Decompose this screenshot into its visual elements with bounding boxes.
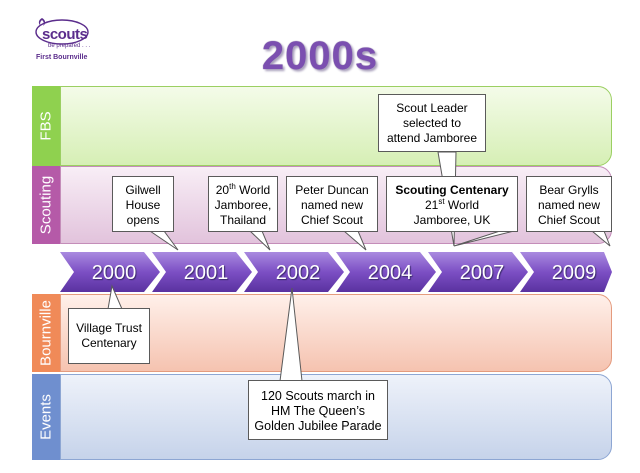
year-2001: 2001 (183, 262, 229, 284)
jamboree-word: World (444, 198, 480, 212)
callout-line: Centenary (81, 336, 137, 350)
lane-label-scouting: Scouting (32, 166, 60, 244)
callout-line: Jamboree, UK (413, 213, 491, 227)
callout-gilwell: Gilwell House opens (112, 176, 174, 232)
jamboree-number: 20 (215, 183, 230, 197)
pointer-gilwell (148, 230, 179, 251)
callout-line: Thailand (219, 213, 267, 227)
lane-fbs (60, 86, 612, 166)
fleur-de-lis-icon (35, 18, 89, 45)
callout-line: Chief Scout (537, 213, 601, 227)
callout-village-trust: Village Trust Centenary (68, 308, 150, 364)
callout-line: 21st World (387, 198, 517, 213)
callout-jubilee: 120 Scouts march in HM The Queen’s Golde… (248, 380, 388, 440)
pointer-village-trust (107, 284, 123, 310)
pointer-jamboree-thailand (248, 230, 271, 251)
lane-label-fbs: FBS (32, 86, 60, 166)
year-2009: 2009 (551, 262, 597, 284)
year-2002: 2002 (275, 262, 321, 284)
callout-line: Scout Leader (396, 101, 468, 115)
chevron-2001 (152, 252, 252, 292)
callout-line: 20th World (209, 183, 277, 198)
callout-line: Village Trust (76, 321, 142, 335)
callout-line: attend Jamboree (386, 131, 478, 145)
scouts-logo: scouts be prepared . . . First Bournvill… (32, 14, 102, 62)
pointer-centenary (453, 230, 515, 247)
logo-tagline: be prepared . . . (48, 43, 91, 49)
page-title: 2000s (261, 34, 379, 78)
year-2000: 2000 (91, 262, 137, 284)
year-chevrons (60, 252, 612, 292)
chevron-2007 (428, 252, 528, 292)
callout-line: Gilwell (125, 183, 161, 197)
pointer-jubilee (279, 287, 303, 382)
pointer-bear-grylls (590, 230, 611, 247)
callout-line: opens (126, 213, 160, 227)
chevron-2004 (336, 252, 436, 292)
logo-word: scouts (42, 26, 88, 43)
chevron-2009 (520, 252, 612, 292)
ordinal-suffix: th (229, 182, 236, 191)
callout-line: Golden Jubilee Parade (254, 419, 382, 433)
callout-jamboree-thailand: 20th World Jamboree, Thailand (208, 176, 278, 232)
lane-bournville (60, 294, 612, 372)
callout-scout-leader: Scout Leader selected to attend Jamboree (378, 94, 486, 152)
chevron-2000 (60, 252, 160, 292)
callout-line: Jamboree, (214, 198, 272, 212)
logo-group-name: First Bournville (36, 54, 88, 61)
callout-line: Peter Duncan (295, 183, 369, 197)
lane-label-events: Events (32, 374, 60, 460)
callout-line: Scouting Centenary (387, 183, 517, 198)
callout-peter-duncan: Peter Duncan named new Chief Scout (286, 176, 378, 232)
pointer-peter-duncan (342, 230, 367, 251)
callout-bear-grylls: Bear Grylls named new Chief Scout (526, 176, 612, 232)
centenary-heading: Scouting Centenary (395, 183, 509, 197)
callout-line: 120 Scouts march in (261, 389, 375, 403)
callout-line: named new (300, 198, 364, 212)
callout-line: named new (537, 198, 601, 212)
jamboree-word: World (235, 183, 271, 197)
callout-line: House (125, 198, 161, 212)
callout-line: Bear Grylls (539, 183, 599, 197)
lane-label-bournville: Bournville (32, 294, 60, 372)
year-2007: 2007 (459, 262, 505, 284)
callout-centenary: Scouting Centenary 21st World Jamboree, … (386, 176, 518, 232)
year-2004: 2004 (367, 262, 413, 284)
callout-line: HM The Queen’s (270, 404, 366, 418)
chevron-2002 (244, 252, 344, 292)
ordinal-suffix: st (438, 197, 445, 206)
jamboree-number: 21 (424, 198, 439, 212)
callout-line: Chief Scout (300, 213, 364, 227)
callout-line: selected to (402, 116, 462, 130)
